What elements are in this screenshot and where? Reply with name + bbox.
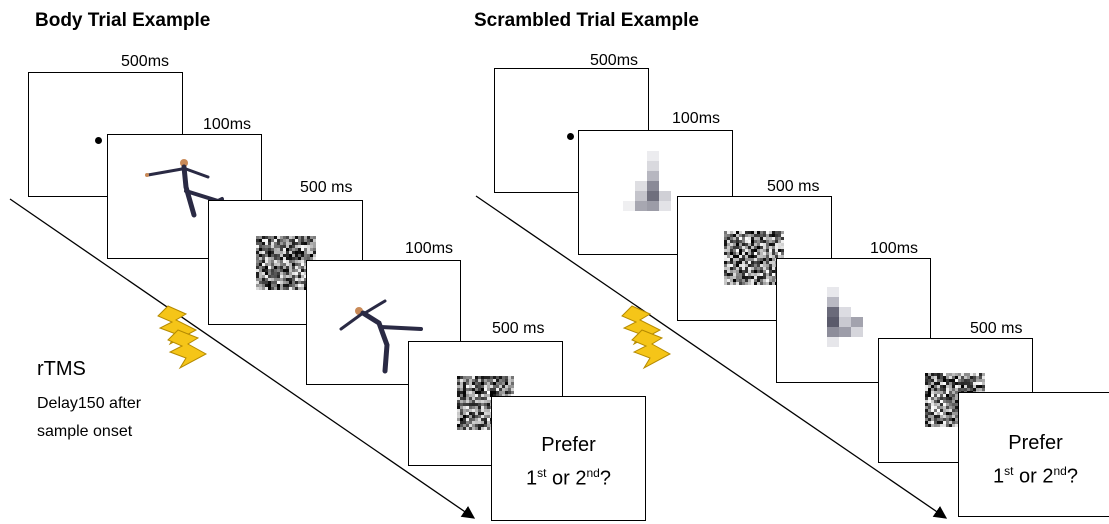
timing-label: 500 ms <box>300 179 353 196</box>
body-figure-image <box>145 159 224 218</box>
rtms-label: rTMS <box>37 358 86 380</box>
panel-title-body: Body Trial Example <box>35 10 211 31</box>
question-word: Prefer <box>541 434 596 456</box>
timing-label: 500ms <box>121 53 170 70</box>
response-question: Prefer 1st or 2nd? <box>959 429 1109 491</box>
body-figure-image <box>339 299 423 374</box>
timing-label: 500 ms <box>970 320 1023 337</box>
timing-label: 100ms <box>203 116 252 133</box>
timing-label: 500 ms <box>492 320 545 337</box>
frame-scrambled-sample <box>578 130 733 255</box>
response-question: Prefer 1st or 2nd? <box>492 431 645 493</box>
timing-label: 500 ms <box>767 178 820 195</box>
question-choice: 1st or 2nd? <box>993 464 1078 488</box>
timing-label: 100ms <box>405 240 454 257</box>
fixation-dot <box>95 137 102 144</box>
rtms-note: Delay150 after sample onset <box>37 395 142 440</box>
scrambled-image <box>623 151 671 211</box>
time-arrow-body <box>9 198 476 519</box>
panel-title-scrambled: Scrambled Trial Example <box>474 10 699 31</box>
timing-label: 100ms <box>870 240 919 257</box>
frame-response: Prefer 1st or 2nd? <box>491 396 646 521</box>
timing-label: 100ms <box>672 110 721 127</box>
time-arrow-scrambled <box>475 195 948 519</box>
fixation-dot <box>567 133 574 140</box>
question-choice: 1st or 2nd? <box>526 466 611 490</box>
question-word: Prefer <box>1008 432 1063 454</box>
frame-response: Prefer 1st or 2nd? <box>958 392 1109 517</box>
timing-label: 500ms <box>590 52 639 69</box>
scrambled-image <box>827 287 863 347</box>
